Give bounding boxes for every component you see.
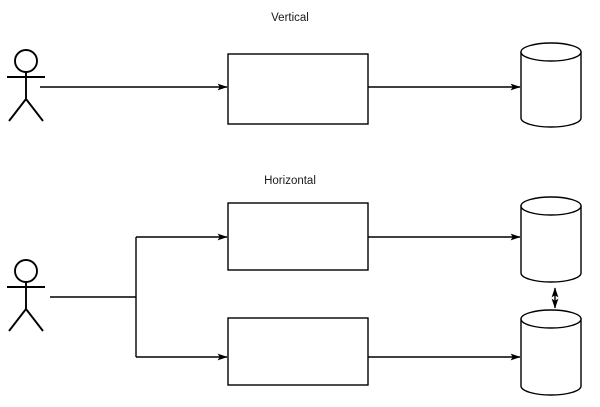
actor-figure-vertical[interactable] — [7, 49, 45, 122]
actor-figure-horizontal[interactable] — [7, 259, 45, 332]
process-box-horizontal-top[interactable] — [227, 202, 369, 271]
cylinder-top-ellipse — [520, 42, 582, 62]
cylinder-body — [520, 205, 582, 283]
cylinder-body — [520, 318, 582, 396]
actor-right-leg-line — [25, 308, 44, 332]
cylinder-top-ellipse — [520, 196, 582, 216]
actor-head-icon — [14, 259, 38, 283]
section-title-horizontal: Horizontal — [264, 175, 316, 187]
cylinder-body — [520, 51, 582, 128]
actor-left-leg-line — [8, 98, 27, 122]
process-box-vertical[interactable] — [227, 53, 369, 125]
cylinder-top-ellipse — [520, 309, 582, 329]
actor-head-icon — [14, 49, 38, 73]
process-box-horizontal-bottom[interactable] — [227, 317, 369, 386]
actor-left-leg-line — [8, 308, 27, 332]
database-cylinder-horizontal-bottom[interactable] — [520, 309, 582, 396]
database-cylinder-vertical[interactable] — [520, 42, 582, 128]
section-title-vertical: Vertical — [271, 12, 309, 24]
database-cylinder-horizontal-top[interactable] — [520, 196, 582, 283]
actor-right-leg-line — [25, 98, 44, 122]
